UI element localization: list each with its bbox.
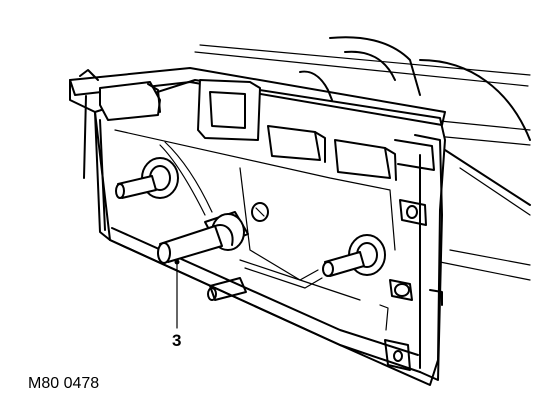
right-rotary-control: [322, 234, 386, 277]
figure-reference: M80 0478: [28, 375, 99, 392]
mounting-bracket: [379, 199, 443, 371]
centre-rotary-control: [157, 202, 269, 264]
callout-number: 3: [172, 331, 181, 350]
switch-blocks: [79, 69, 435, 181]
control-cables: [159, 141, 323, 301]
callout-leader: [174, 259, 180, 329]
left-rotary-control: [115, 157, 179, 199]
dashboard-background: [194, 36, 531, 281]
